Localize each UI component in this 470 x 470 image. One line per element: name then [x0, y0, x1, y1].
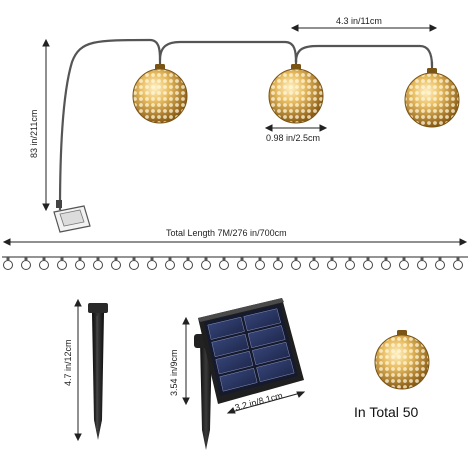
small-bulb-icon: [435, 260, 445, 270]
small-bulb-icon: [93, 260, 103, 270]
total-count-label: In Total 50: [354, 404, 419, 420]
small-bulb-cap: [78, 257, 82, 260]
small-bulb-cap: [150, 257, 154, 260]
small-bulb-cap: [348, 257, 352, 260]
small-bulb-cap: [24, 257, 28, 260]
solar-panel-icon: [194, 298, 304, 450]
small-bulb-icon: [3, 260, 13, 270]
lead-wire-dimension-line: [42, 38, 50, 212]
small-bulb-icon: [291, 260, 301, 270]
lead-wire-length-label: 83 in/211cm: [29, 109, 39, 158]
small-bulb-icon: [327, 260, 337, 270]
small-bulb-icon: [273, 260, 283, 270]
spacing-dimension-line: [290, 24, 438, 32]
solar-cell: [251, 341, 290, 366]
moroccan-globe-icon: [374, 330, 430, 390]
small-bulb-icon: [345, 260, 355, 270]
small-bulb-icon: [363, 260, 373, 270]
small-bulb-cap: [6, 257, 10, 260]
solar-cell: [243, 308, 281, 332]
panel-height-label: 3.54 in/9cm: [169, 349, 179, 396]
small-bulb-icon: [165, 260, 175, 270]
small-bulb-cap: [330, 257, 334, 260]
string-light-row: [2, 256, 468, 270]
small-bulb-cap: [114, 257, 118, 260]
ground-stake-icon: [88, 303, 108, 440]
small-bulb-icon: [417, 260, 427, 270]
small-bulb-icon: [75, 260, 85, 270]
small-bulb-icon: [381, 260, 391, 270]
total-length-label: Total Length 7M/276 in/700cm: [166, 228, 287, 238]
solar-cell: [215, 350, 254, 375]
small-bulb-icon: [129, 260, 139, 270]
small-bulb-icon: [219, 260, 229, 270]
panel-width-dimension-line: [226, 391, 306, 414]
small-bulb-cap: [186, 257, 190, 260]
moroccan-globe-icon: [268, 68, 324, 124]
small-bulb-cap: [294, 257, 298, 260]
small-bulb-cap: [204, 257, 208, 260]
small-bulb-icon: [399, 260, 409, 270]
solar-cell: [207, 316, 245, 340]
solar-cell: [247, 325, 286, 349]
solar-cell: [219, 367, 258, 392]
panel-height-dimension-line: [182, 316, 190, 406]
small-bulb-icon: [453, 260, 463, 270]
small-bulb-cap: [132, 257, 136, 260]
small-bulb-cap: [168, 257, 172, 260]
small-bulb-icon: [147, 260, 157, 270]
small-bulb-cap: [222, 257, 226, 260]
stake-height-label: 4.7 in/12cm: [63, 339, 73, 386]
solar-cell: [211, 333, 250, 358]
small-bulb-cap: [258, 257, 262, 260]
small-bulb-cap: [456, 257, 460, 260]
lead-wire: [58, 38, 434, 211]
battery-box-icon: [53, 200, 91, 233]
stake-dimension-line: [74, 298, 82, 442]
small-bulb-icon: [201, 260, 211, 270]
small-bulb-cap: [384, 257, 388, 260]
small-bulb-cap: [96, 257, 100, 260]
small-bulb-cap: [276, 257, 280, 260]
solar-cell: [256, 358, 295, 383]
small-bulb-icon: [309, 260, 319, 270]
small-bulb-icon: [57, 260, 67, 270]
total-length-dimension-line: [2, 238, 468, 246]
small-bulb-icon: [255, 260, 265, 270]
small-bulb-cap: [60, 257, 64, 260]
small-bulb-cap: [42, 257, 46, 260]
small-bulb-icon: [39, 260, 49, 270]
small-bulb-cap: [240, 257, 244, 260]
small-bulb-cap: [420, 257, 424, 260]
small-bulb-cap: [402, 257, 406, 260]
moroccan-globe-icon: [404, 72, 460, 128]
ball-spacing-label: 4.3 in/11cm: [336, 16, 382, 26]
small-bulb-icon: [183, 260, 193, 270]
diameter-dimension-line: [264, 124, 328, 132]
ball-diameter-label: 0.98 in/2.5cm: [266, 133, 321, 143]
small-bulb-icon: [111, 260, 121, 270]
small-bulb-cap: [366, 257, 370, 260]
small-bulb-icon: [237, 260, 247, 270]
small-bulb-icon: [21, 260, 31, 270]
small-bulb-cap: [312, 257, 316, 260]
small-bulb-cap: [438, 257, 442, 260]
moroccan-globe-icon: [132, 68, 188, 124]
